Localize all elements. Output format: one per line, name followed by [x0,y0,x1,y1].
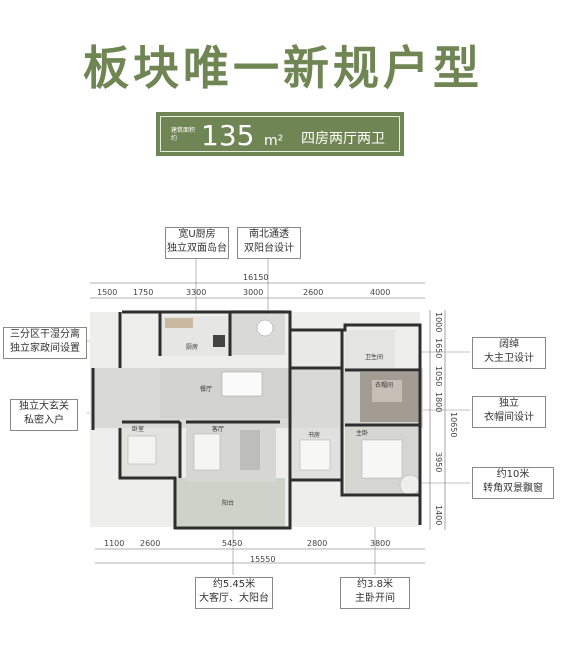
callout-line: 双阳台设计 [244,243,294,254]
callout-line: 宽U厨房 [178,229,216,240]
room-label-living: 客厅 [212,426,225,433]
callout-line: 三分区干湿分离 [10,329,80,340]
callout-line: 阔绰 [499,339,519,350]
room-label-cloak: 衣帽间 [375,382,394,389]
callout-window: 约10米 转角双景飘窗 [472,467,554,499]
callout-laundry: 三分区干湿分离 独立家政间设置 [3,327,87,359]
callout-line: 南北通透 [249,229,289,240]
right-dimension: 1050 [434,366,443,387]
walls [91,310,422,530]
area-banner: 建筑面积约 135 m² 四房两厅两卫 [156,112,404,156]
top-dimension: 4000 [370,288,391,297]
bottom-dimension: 2800 [307,539,328,548]
room-label-balcony: 阳台 [222,500,235,507]
callout-line: 约3.8米 [357,579,393,590]
right-dimension: 1400 [434,505,443,526]
callout-line: 主卧开间 [355,593,395,604]
bottom-dimension: 5450 [222,539,243,548]
callout-line: 大主卫设计 [484,353,534,364]
furniture [127,318,421,496]
callout-closet: 独立 衣帽间设计 [472,396,546,428]
callout-line: 独立家政间设置 [10,343,80,354]
callout-line: 衣帽间设计 [484,412,534,423]
top-dimension: 1500 [97,288,118,297]
callout-line: 大客厅、大阳台 [199,593,269,604]
room-label-kitchen: 厨房 [186,344,199,351]
callout-line: 约5.45米 [212,579,256,590]
callout-line: 私密入户 [24,415,64,426]
banner-small-label: 建筑面积约 [171,127,196,142]
right-dimension: 1650 [434,338,443,359]
callout-line: 独立 [499,398,519,409]
room-label-dining: 餐厅 [200,386,213,393]
banner-frame: 建筑面积约 135 m² 四房两厅两卫 [160,116,400,152]
top-total-dimension: 16150 [243,273,269,282]
callout-line: 约10米 [496,469,530,480]
callout-living: 约5.45米 大客厅、大阳台 [195,577,273,609]
banner-area: 135 [201,119,255,152]
right-dimension: 3950 [434,452,443,473]
page-title: 板块唯一新规户型 [83,41,483,95]
bottom-dimension: 2600 [140,539,161,548]
top-dimension: 3300 [186,288,207,297]
bottom-dimension: 3800 [370,539,391,548]
callout-balcony: 南北通透 双阳台设计 [237,227,301,259]
right-total-dimension: 10650 [449,412,458,438]
room-label-bath: 卫生间 [365,354,384,361]
top-dimension: 3000 [243,288,264,297]
room-label-study: 书房 [308,432,321,439]
right-dimension: 1000 [434,312,443,333]
callout-entry: 独立大玄关 私密入户 [10,399,78,431]
room-label-master: 主卧 [356,430,369,437]
banner-layout: 四房两厅两卫 [301,131,385,147]
bottom-total-dimension: 15550 [250,555,276,564]
callout-kitchen: 宽U厨房 独立双面岛台 [165,227,229,259]
banner-unit: m² [264,133,284,149]
callout-line: 独立双面岛台 [167,243,227,254]
room-label-bedroom: 卧室 [132,426,145,433]
top-dimension: 1750 [133,288,154,297]
callout-line: 转角双景飘窗 [483,483,543,494]
callout-line: 独立大玄关 [19,401,69,412]
top-dimension: 2600 [303,288,324,297]
bottom-dimension: 1100 [104,539,125,548]
callout-master: 约3.8米 主卧开间 [340,577,410,609]
right-dimension: 1800 [434,392,443,413]
callout-bath: 阔绰 大主卫设计 [472,337,546,369]
floor-areas [90,310,423,528]
dimension-lines [90,282,446,564]
